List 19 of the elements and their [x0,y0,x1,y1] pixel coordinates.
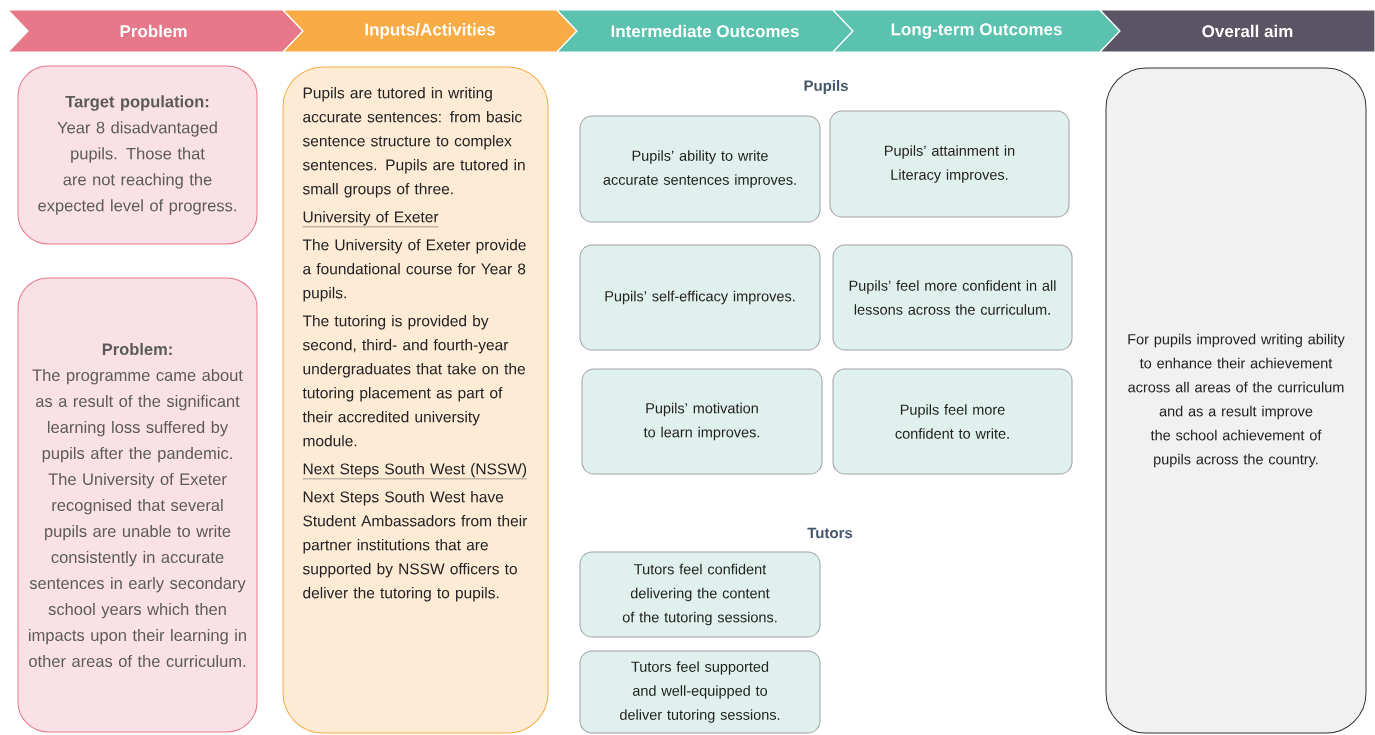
outcome-box: Pupils’ self-efficacy improves. [579,244,821,351]
outcome-box: Tutors feel confident delivering the content of the tutoring sessions. [579,551,821,638]
column-header: Long-term Outcomes [831,9,1121,53]
activities-box: Pupils are tutored in writing accurate sentences: from basic sentence structure to complex sentences. Pupils are tutored in small groups of three. University of Exeter The University of Exeter provide a foundational course for Year 8 pupils. The tutoring is provided by second, third- and fourth-year undergraduates that take on the tutoring placement as part of their accredited university module. Next Steps South West (NSSW) Next Steps South West have Student Ambassadors from their partner institutions that are supported by NSSW officers to deliver the tutoring to pupils. [282,66,549,734]
column-header: Intermediate Outcomes [555,9,854,53]
outcome-box: Pupils’ motivation to learn improves. [581,368,823,475]
group-heading: Pupils [804,80,848,94]
outcome-box: Pupils’ ability to write accurate sentences improves. [579,115,821,223]
column-header: Problem [6,9,304,53]
group-heading: Tutors [807,527,853,539]
column-header: Overall aim [1098,9,1375,53]
problem-box: Problem: The programme came about as a result of the significant learning loss suffered by pupils after the pandemic. The University of Exeter recognised that several pupils are unable to write consistently in accurate sentences in early secondary school years which then impacts upon their learning in other areas of the curriculum. [17,277,258,733]
problem-box: Target population: Year 8 disadvantaged pupils. Those that are not reaching the expected level of progress. [17,65,258,245]
outcome-box: Tutors feel supported and well-equipped to deliver tutoring sessions. [579,650,821,734]
outcome-box: Pupils’ feel more confident in all lessons across the curriculum. [832,244,1073,351]
outcome-box: Pupils’ attainment in Literacy improves. [829,110,1070,218]
aim-box: For pupils improved writing ability to enhance their achievement across all areas of the curriculum and as a result improve the school achievement of pupils across the country. [1105,67,1367,734]
column-header: Inputs/Activities [281,9,578,53]
outcome-box: Pupils feel more confident to write. [832,368,1073,475]
